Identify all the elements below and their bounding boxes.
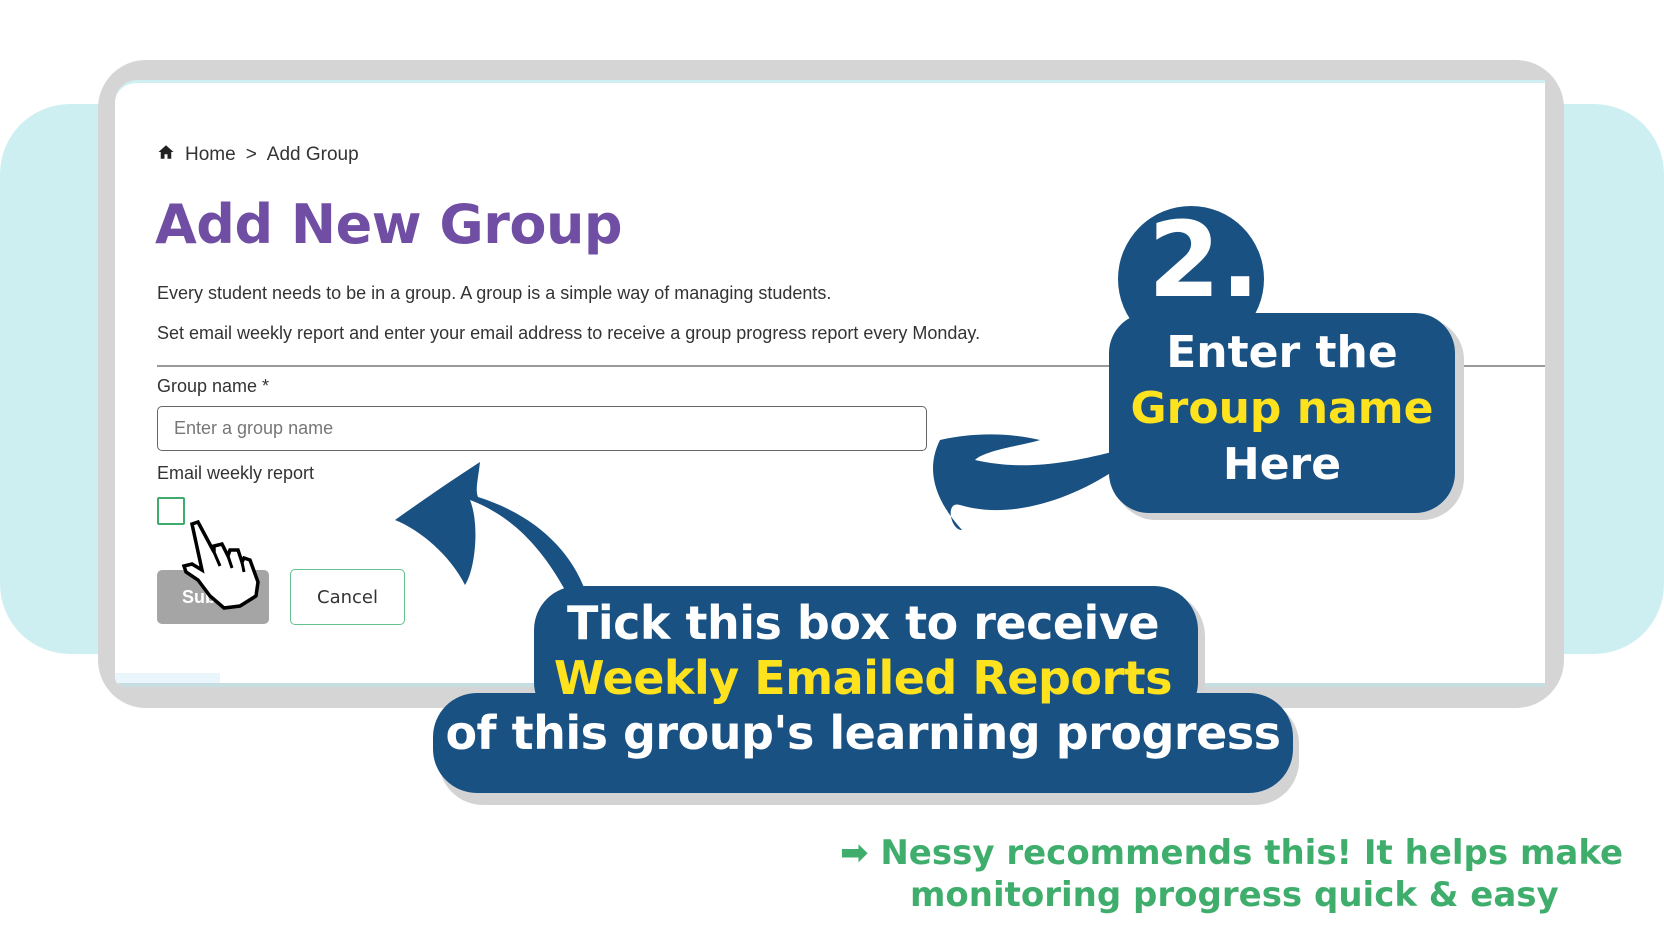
callout-tick-box-bottom (433, 693, 1293, 793)
hand-pointer-icon (181, 520, 260, 610)
breadcrumb-home-link[interactable]: Home (185, 144, 236, 165)
divider (157, 365, 1545, 367)
email-weekly-checkbox[interactable] (157, 497, 185, 525)
description-text: Every student needs to be in a group. A … (157, 283, 832, 303)
callout-line: Tick this box to receive (566, 596, 1160, 650)
callout-line: Here (1222, 439, 1342, 490)
description-text-email: Set email weekly report and enter your e… (157, 323, 981, 343)
page-title: Add New Group (155, 193, 623, 256)
group-name-input[interactable] (157, 406, 927, 451)
breadcrumb-separator: > (245, 144, 257, 165)
callout-highlight: Weekly Emailed Reports (553, 651, 1173, 705)
home-icon[interactable] (157, 143, 175, 167)
step-number: 2. (1148, 199, 1260, 321)
recommendation-note: ➡ Nessy recommends this! It helps make m… (840, 832, 1630, 916)
group-name-label: Group name * (157, 376, 270, 396)
callout-highlight: Group name (1130, 383, 1434, 434)
callout-line: of this group's learning progress (445, 706, 1281, 760)
email-weekly-label: Email weekly report (157, 463, 315, 483)
recommendation-line-1: Nessy recommends this! It helps make (880, 833, 1624, 873)
recommendation-line-2: monitoring progress quick & easy (910, 875, 1559, 915)
breadcrumb-current: Add Group (266, 144, 359, 165)
callout-tick-box-text: Tick this box to receive Weekly Emailed … (433, 596, 1293, 761)
callout-line: Enter the (1166, 327, 1398, 378)
bottom-tab (115, 673, 220, 683)
callout-group-name: Enter the Group name Here (1109, 313, 1455, 513)
breadcrumb: Home > Add Group (157, 143, 359, 167)
arrow-right-icon: ➡ (840, 833, 869, 873)
cancel-button[interactable]: Cancel (290, 569, 405, 625)
